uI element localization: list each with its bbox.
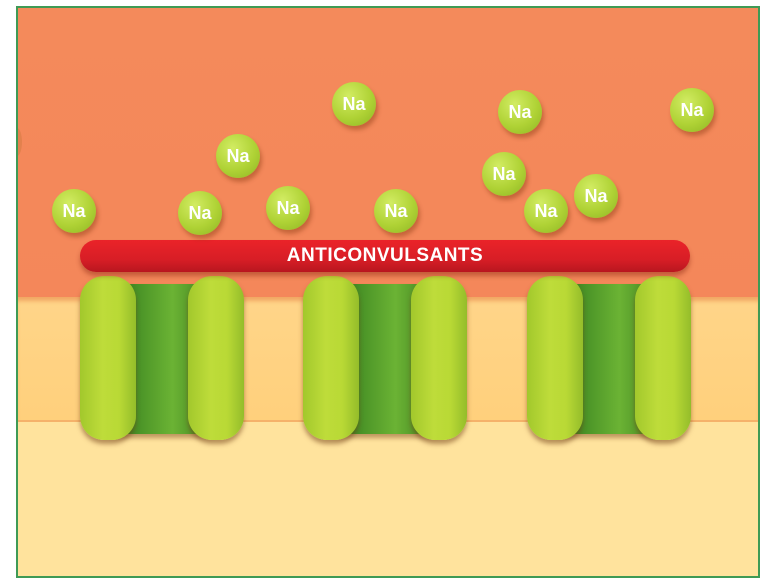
intracellular-region (18, 422, 758, 578)
channel-subunit (635, 276, 691, 440)
sodium-ion: Na (332, 82, 376, 126)
channel-subunit (80, 276, 136, 440)
ion-label: Na (492, 164, 515, 185)
sodium-ion: Na (524, 189, 568, 233)
ion-label: Na (680, 100, 703, 121)
sodium-channel (527, 276, 691, 440)
ion-label: Na (342, 94, 365, 115)
sodium-ion: Na (498, 90, 542, 134)
sodium-ion: Na (266, 186, 310, 230)
diagram-frame: ANTICONVULSANTS Na Na Na Na Na Na Na Na … (16, 6, 760, 578)
ion-label: Na (62, 201, 85, 222)
channel-subunit (527, 276, 583, 440)
sodium-ion: Na (670, 88, 714, 132)
ion-label: Na (276, 198, 299, 219)
sodium-ion: Na (574, 174, 618, 218)
sodium-ion: Na (52, 189, 96, 233)
ion-label: Na (508, 102, 531, 123)
sodium-ion: Na (374, 189, 418, 233)
sodium-ion: Na (216, 134, 260, 178)
sodium-channel (80, 276, 244, 440)
sodium-channel (303, 276, 467, 440)
ion-label: Na (188, 203, 211, 224)
channel-subunit (303, 276, 359, 440)
channel-subunit (411, 276, 467, 440)
ion-label: Na (384, 201, 407, 222)
channel-subunit (188, 276, 244, 440)
ion-label: Na (534, 201, 557, 222)
anticonvulsant-bar: ANTICONVULSANTS (80, 240, 690, 272)
sodium-ion: Na (482, 152, 526, 196)
sodium-ion: Na (178, 191, 222, 235)
ion-label: Na (226, 146, 249, 167)
ion-label: Na (584, 186, 607, 207)
drug-label: ANTICONVULSANTS (287, 245, 483, 267)
